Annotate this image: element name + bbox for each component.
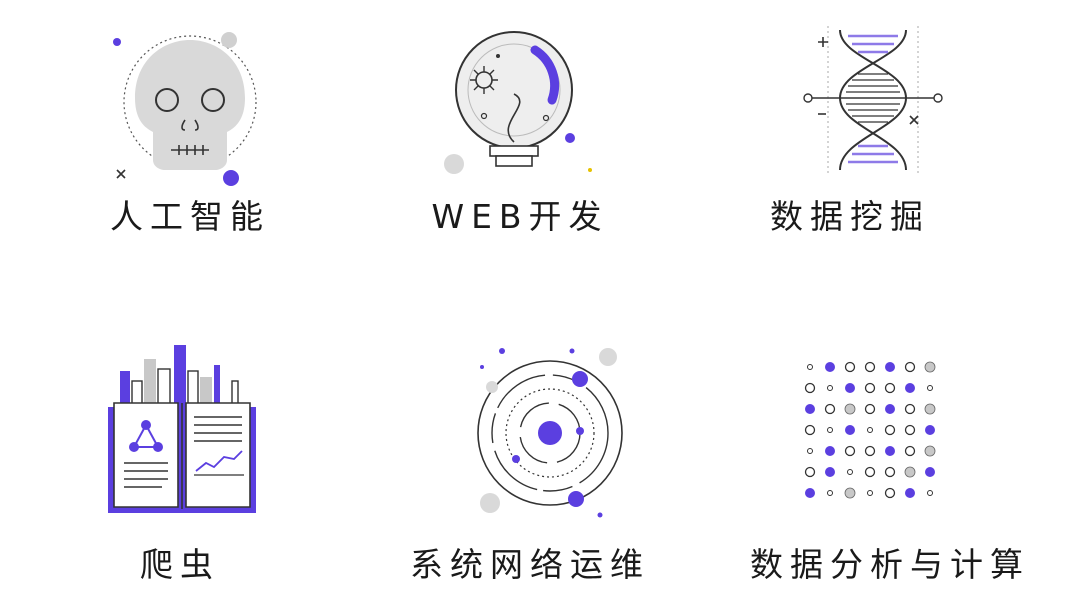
grid-dot: [864, 382, 876, 394]
category-label: 系统网络运维: [410, 545, 650, 584]
grid-dot: [844, 445, 856, 457]
dot-grid-icon: [804, 361, 936, 499]
grid-dot: [924, 361, 936, 373]
grid-dot: [825, 362, 835, 372]
grid-dot: [905, 488, 915, 498]
category-label: 数据分析与计算: [750, 545, 1030, 584]
grid-dot: [845, 383, 855, 393]
category-label: WEB开发: [431, 197, 609, 236]
category-data-analysis[interactable]: 数据分析与计算: [720, 335, 1060, 595]
grid-dot: [847, 469, 853, 475]
grid-dot: [804, 424, 816, 436]
grid-dot: [884, 466, 896, 478]
grid-dot: [827, 385, 833, 391]
grid-dot: [867, 427, 873, 433]
grid-dot: [864, 361, 876, 373]
grid-dot: [827, 427, 833, 433]
grid-dot: [864, 403, 876, 415]
orbit-icon: [477, 348, 623, 518]
grid-dot: [904, 466, 916, 478]
grid-dot: [805, 404, 815, 414]
grid-dot: [927, 385, 933, 391]
grid-dot: [807, 448, 813, 454]
grid-dot: [884, 487, 896, 499]
grid-dot: [864, 445, 876, 457]
grid-dot: [807, 364, 813, 370]
dna-helix-icon: [803, 26, 943, 176]
grid-dot: [904, 445, 916, 457]
grid-dot: [844, 487, 856, 499]
category-label: 人工智能: [110, 197, 270, 236]
grid-dot: [864, 466, 876, 478]
grid-dot: [804, 466, 816, 478]
category-data-mining[interactable]: 数据挖掘: [720, 10, 980, 250]
category-label: 数据挖掘: [770, 197, 930, 236]
category-crawler[interactable]: 爬虫: [40, 335, 320, 595]
grid-dot: [925, 467, 935, 477]
grid-dot: [805, 488, 815, 498]
grid-dot: [905, 383, 915, 393]
grid-dot: [845, 425, 855, 435]
grid-dot: [924, 445, 936, 457]
grid-dot: [885, 446, 895, 456]
grid-dot: [844, 403, 856, 415]
grid-dot: [844, 361, 856, 373]
grid-dot: [867, 490, 873, 496]
grid-dot: [924, 403, 936, 415]
category-web[interactable]: WEB开发: [380, 10, 660, 250]
grid-dot: [825, 446, 835, 456]
grid-dot: [804, 382, 816, 394]
grid-dot: [904, 424, 916, 436]
grid-dot: [904, 361, 916, 373]
category-label: 爬虫: [140, 545, 220, 584]
grid-dot: [927, 490, 933, 496]
open-book-icon: [108, 345, 256, 513]
grid-dot: [885, 362, 895, 372]
grid-dot: [884, 424, 896, 436]
grid-dot: [885, 404, 895, 414]
crystal-ball-icon: [444, 31, 592, 174]
grid-dot: [884, 382, 896, 394]
category-ai[interactable]: 人工智能: [60, 10, 320, 250]
grid-dot: [824, 403, 836, 415]
grid-dot: [825, 467, 835, 477]
grid-dot: [904, 403, 916, 415]
grid-dot: [827, 490, 833, 496]
category-ops[interactable]: 系统网络运维: [380, 335, 680, 595]
skull-icon: [113, 32, 257, 186]
grid-dot: [925, 425, 935, 435]
